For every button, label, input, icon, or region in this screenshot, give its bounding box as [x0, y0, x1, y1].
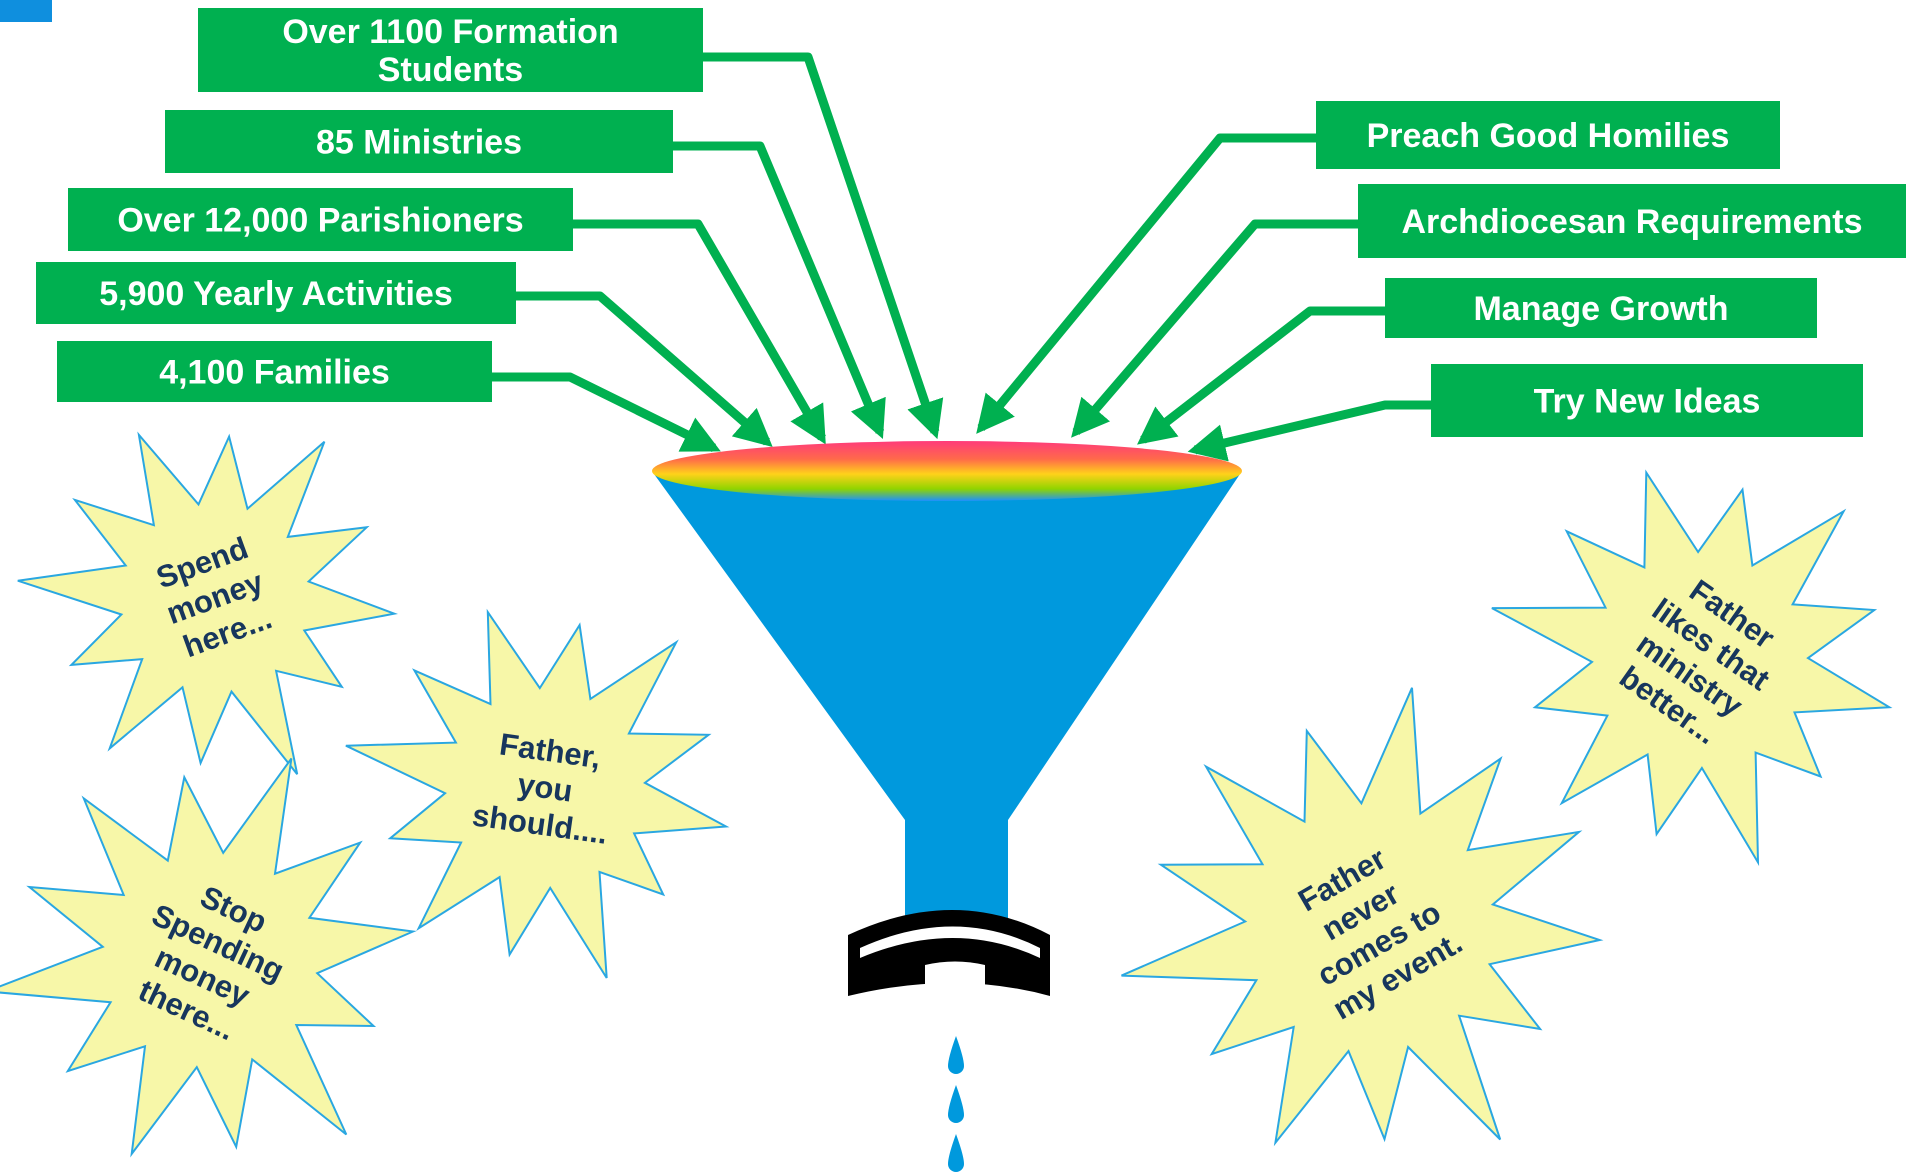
drop-2	[948, 1085, 964, 1123]
left-label-text: Over 1100 Formation	[282, 13, 618, 51]
burst-text: you	[515, 766, 574, 808]
arrow-2	[673, 141, 886, 439]
bursts-layer: Spendmoneyhere...Father,youshould....Sto…	[0, 431, 1893, 1158]
left-label-box	[36, 262, 516, 324]
burst-shape	[1491, 469, 1893, 867]
right-label-text: Try New Ideas	[1534, 383, 1761, 421]
right-label-1: Preach Good Homilies	[1316, 101, 1780, 169]
left-label-text: Students	[378, 51, 523, 89]
right-label-box	[1316, 101, 1780, 169]
arrows-layer	[492, 52, 1431, 462]
arrow-7	[1071, 219, 1358, 438]
arrow-5	[492, 372, 721, 453]
left-label-2: 85 Ministries	[165, 110, 673, 173]
left-label-box	[68, 188, 573, 251]
arrow-8	[1137, 306, 1385, 445]
left-label-4: 5,900 Yearly Activities	[36, 262, 516, 324]
left-label-3: Over 12,000 Parishioners	[68, 188, 573, 251]
drop-3	[948, 1134, 964, 1172]
left-label-text: Over 12,000 Parishioners	[117, 202, 523, 240]
right-label-text: Preach Good Homilies	[1367, 117, 1730, 155]
burst-shape	[1121, 687, 1604, 1147]
arrow-3	[573, 219, 826, 445]
funnel-rim	[652, 441, 1242, 501]
left-label-box	[57, 341, 492, 402]
left-label-box	[165, 110, 673, 173]
left-label-5: 4,100 Families	[57, 341, 492, 402]
left-label-text: 5,900 Yearly Activities	[99, 275, 452, 313]
funnel-cone	[654, 474, 1240, 820]
corner-square	[0, 0, 52, 22]
burst-shape	[0, 757, 417, 1158]
left-label-text: 4,100 Families	[159, 354, 390, 392]
burst-shape	[345, 608, 730, 979]
right-label-box	[1358, 184, 1906, 258]
arrow-1	[703, 52, 944, 440]
right-label-text: Manage Growth	[1473, 290, 1728, 328]
right-label-box	[1431, 364, 1863, 437]
right-label-2: Archdiocesan Requirements	[1358, 184, 1906, 258]
arrow-6	[976, 133, 1316, 434]
drop-1	[948, 1036, 964, 1074]
burst-shape	[17, 431, 399, 775]
speech-burst-2: Father,youshould....	[345, 608, 730, 979]
clerical-collar-icon	[848, 910, 1050, 1004]
right-label-3: Manage Growth	[1385, 278, 1817, 338]
right-label-box	[1385, 278, 1817, 338]
arrow-4	[516, 291, 773, 447]
left-label-box	[198, 8, 703, 92]
arrow-9	[1187, 400, 1431, 462]
speech-burst-3: StopSpendingmoneythere...	[0, 757, 417, 1158]
water-drop-icon	[948, 1036, 964, 1172]
speech-burst-1: Spendmoneyhere...	[17, 431, 399, 775]
right-label-4: Try New Ideas	[1431, 364, 1863, 437]
right-label-text: Archdiocesan Requirements	[1401, 203, 1862, 241]
left-label-text: 85 Ministries	[316, 124, 522, 162]
funnel-icon	[652, 441, 1242, 930]
